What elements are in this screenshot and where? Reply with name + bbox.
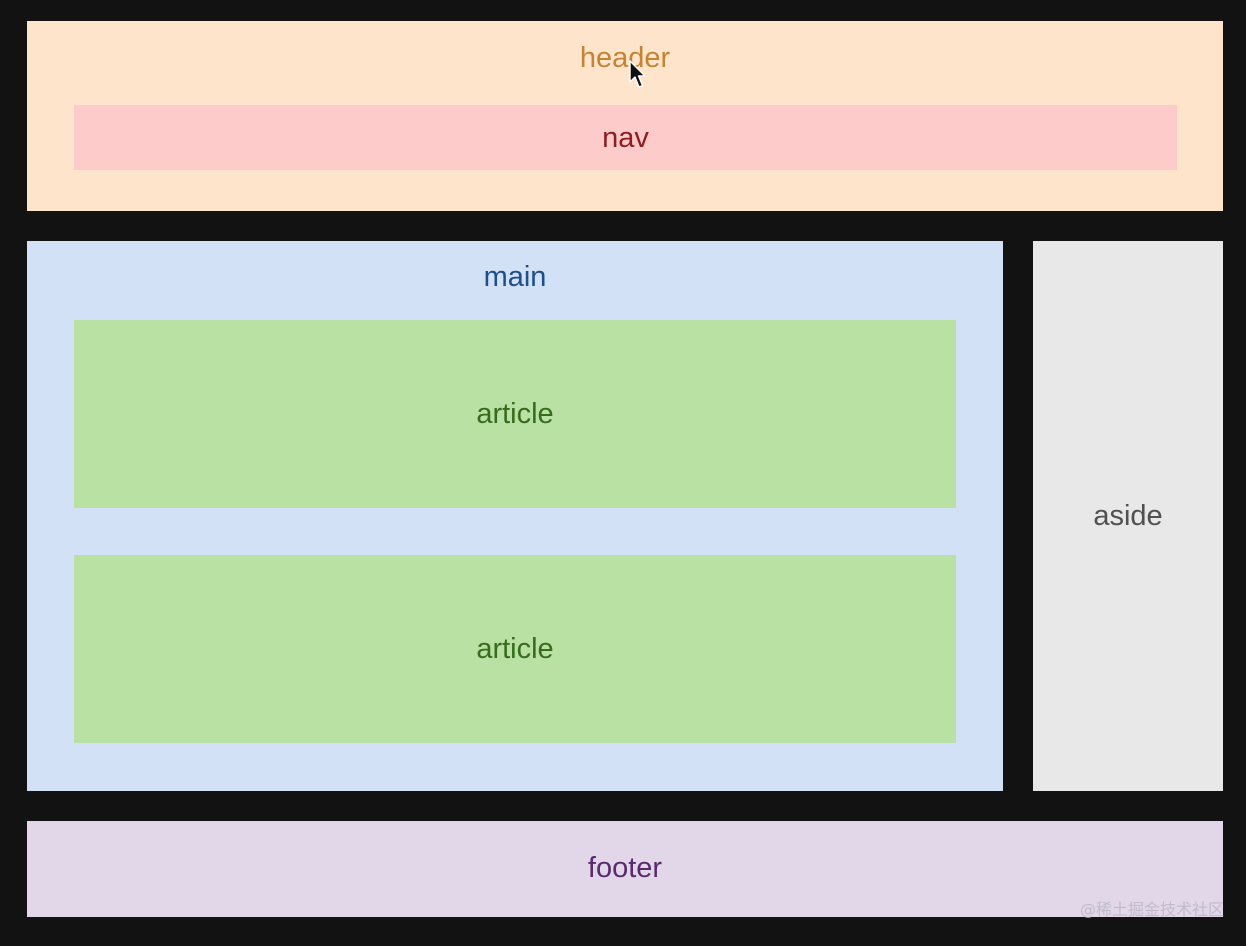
footer-block: footer (27, 821, 1223, 917)
aside-label: aside (1093, 500, 1163, 532)
main-block: main article article (27, 241, 1003, 791)
footer-label: footer (587, 852, 663, 884)
mouse-pointer-icon (629, 60, 646, 88)
nav-block: nav (74, 105, 1177, 170)
article-label: article (476, 398, 554, 430)
nav-label: nav (602, 122, 649, 154)
header-label: header (579, 42, 671, 74)
article-block: article (74, 320, 956, 508)
header-block: header nav (27, 21, 1223, 211)
article-block: article (74, 555, 956, 743)
article-label: article (476, 633, 554, 665)
aside-block: aside (1033, 241, 1223, 791)
main-label: main (483, 261, 547, 293)
watermark-text: @稀土掘金技术社区 (1079, 900, 1224, 919)
